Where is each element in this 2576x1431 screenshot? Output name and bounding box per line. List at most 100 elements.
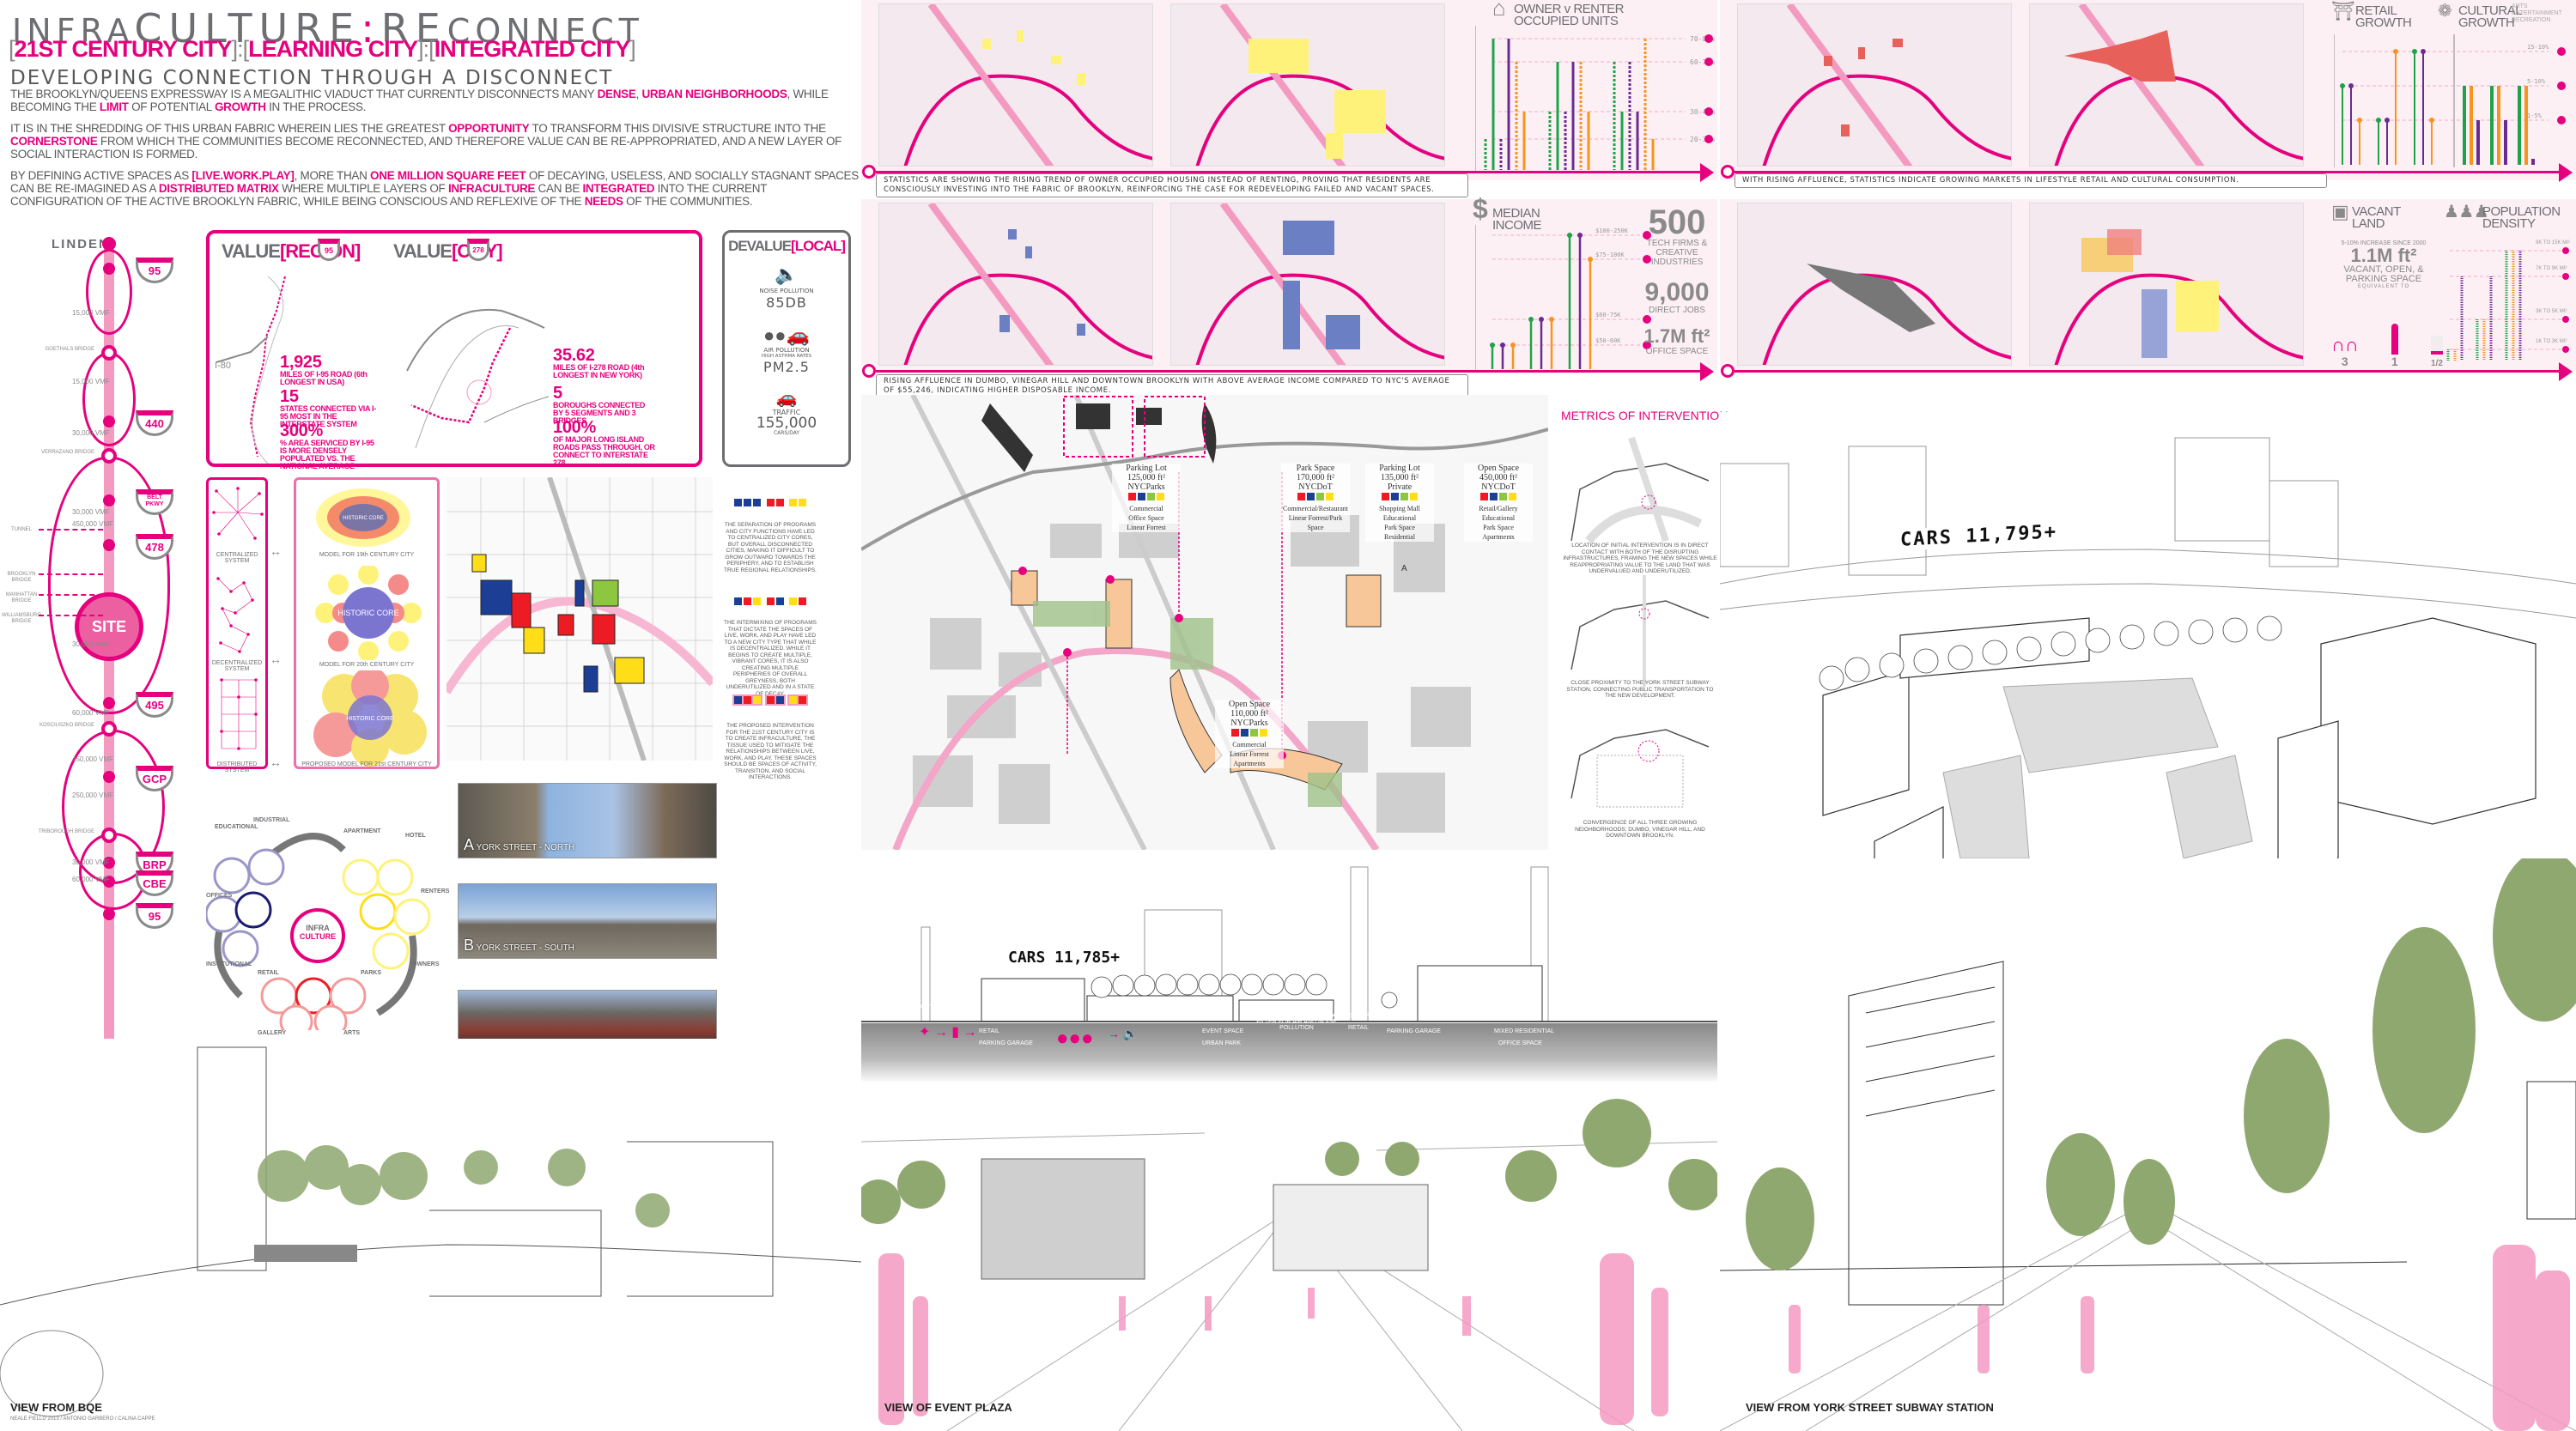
washington-square-arch-icon: ∩∩3	[2331, 334, 2359, 369]
median-income-strip: $ MEDIAN INCOME $50-60K$60-75K$75-100K$1…	[861, 195, 1717, 371]
car-icon: 🚗	[775, 389, 798, 408]
title-mid: CULTURE	[134, 5, 361, 52]
program-legend-intermixed	[723, 595, 817, 610]
highlight-term: CORNERSTONE	[10, 135, 98, 148]
equiv-number: 1	[2391, 355, 2398, 368]
spine-node	[103, 771, 115, 783]
equiv-number: 3	[2341, 355, 2348, 368]
program-distribution-map	[447, 477, 713, 761]
spine-node	[103, 494, 115, 506]
population-density-title: POPULATION DENSITY	[2482, 204, 2561, 231]
section-label: ART INSTALLATIONS	[919, 1004, 979, 1010]
section-label: EVENT SPACE	[1202, 1028, 1244, 1034]
systems-column: CENTRALIZED SYSTEM DECENTRALIZED SYSTEM …	[206, 477, 268, 773]
site-program: Retail/Gallery	[1479, 505, 1518, 512]
program-note-separation: THE SEPARATION OF PROGRAMS AND CITY FUNC…	[724, 522, 817, 573]
cycle-center-culture: CULTURE	[299, 932, 337, 941]
site-info: 110,000 ft²	[1230, 709, 1268, 719]
site-program: Linear Forrest/Park Space	[1288, 514, 1343, 531]
vacant-building-icon: ▣	[2331, 201, 2349, 222]
panorama-caption-text: YORK STREET - NORTH	[476, 843, 575, 852]
subtitle: [21ST CENTURY CITY]:[LEARNING CITY]:[INT…	[9, 36, 636, 62]
paragraph-text: ,	[635, 88, 642, 100]
value-city-word: VALUE	[393, 240, 453, 262]
double-arrow-icon: ↔	[270, 652, 282, 666]
cycle-label-parks: PARKS	[361, 970, 381, 976]
house-icon: ⌂	[1492, 0, 1506, 21]
program-legend-separated	[723, 496, 817, 512]
vacant-map-after	[2029, 203, 2304, 366]
panorama-letter: A	[464, 836, 475, 853]
section-mark-a: A	[1401, 564, 1407, 573]
svg-text:1K TO 3K MI²: 1K TO 3K MI²	[2536, 339, 2567, 344]
metrics-title: METRICS OF INTERVENTION	[1561, 409, 1728, 422]
stat-text: OF MAJOR LONG ISLAND ROADS PASS THROUGH,…	[553, 435, 655, 467]
subtitle-learning-city: LEARNING CITY	[248, 36, 418, 62]
retail-map-after	[2029, 3, 2304, 167]
cycle-label-industrial: INDUSTRIAL	[253, 817, 290, 823]
east-coast-map	[216, 276, 286, 464]
highlight-term: ONE MILLION SQUARE FEET	[370, 169, 526, 182]
site-info: NYCParks	[1127, 482, 1165, 492]
svg-text:9K TO 15K MI²: 9K TO 15K MI²	[2536, 240, 2570, 246]
program-swatch-row	[1215, 728, 1284, 740]
crossing-connector	[39, 594, 103, 596]
paragraph-text: BY DEFINING ACTIVE SPACES AS	[10, 169, 192, 182]
model-20th-label: MODEL FOR 20th CENTURY CITY	[319, 662, 415, 668]
stat-number: 500	[1648, 203, 1706, 241]
owner-renter-chart-title: OWNER v RENTER OCCUPIED UNITS	[1514, 2, 1625, 28]
site-program: Apartments	[1233, 760, 1266, 767]
double-arrow-icon: ↔	[270, 755, 282, 769]
empire-state-building-icon: 1/2	[2431, 336, 2443, 370]
title-colon: :	[361, 5, 381, 52]
site-info: NYCParks	[1230, 719, 1268, 728]
stat-text: MILES OF I-278 ROAD (4th LONGEST IN NEW …	[553, 363, 645, 379]
site-info: Parking Lot	[1379, 464, 1420, 473]
stat-number: 5	[553, 384, 562, 403]
svg-text:HISTORIC CORE: HISTORIC CORE	[346, 716, 394, 722]
intro-paragraph-3: BY DEFINING ACTIVE SPACES AS [LIVE.WORK.…	[10, 169, 860, 208]
site-plan-map	[861, 395, 1548, 850]
cycle-center-infra: INFRA	[306, 924, 330, 932]
speaker-icon: 🔈	[775, 264, 799, 285]
svg-text:HISTORIC CORE: HISTORIC CORE	[337, 609, 398, 617]
svg-text:70-80%: 70-80%	[1690, 35, 1715, 43]
centralized-label: CENTRALIZED SYSTEM	[216, 552, 258, 564]
cycle-label-retail: RETAIL	[258, 970, 279, 976]
crossing-label: WILLIAMSBURG BRIDGE	[1, 613, 41, 624]
vmf-label: 15,000 VMF	[72, 309, 110, 317]
crossing-connector	[39, 529, 103, 531]
segment-bubble	[86, 249, 132, 335]
vacant-increase: 5-10% INCREASE SINCE 2000	[2341, 240, 2427, 246]
cultural-sub-arts: ARTS	[2512, 3, 2528, 9]
panorama-caption: B YORK STREET - SOUTH	[464, 937, 574, 955]
svg-text:30-40%: 30-40%	[1690, 108, 1715, 116]
route-shield-icon: 95	[136, 258, 173, 283]
svg-text:7K TO 9K MI²: 7K TO 9K MI²	[2536, 266, 2567, 271]
vacant-map-before	[1737, 203, 2012, 366]
model-21st-label: PROPOSED MODEL FOR 21st CENTURY CITY	[301, 761, 432, 767]
highlight-term: DISTRIBUTED MATRIX	[158, 182, 279, 195]
bridge-ring-icon	[101, 345, 117, 361]
spine-node	[103, 263, 115, 275]
site-info: Open Space	[1477, 464, 1520, 473]
svg-text:5-10%: 5-10%	[2527, 78, 2546, 85]
svg-text:$50-60K: $50-60K	[1595, 337, 1621, 344]
site-program: Educational	[1382, 514, 1417, 522]
bridge-ring-icon	[101, 721, 117, 737]
panorama-letter: B	[464, 937, 475, 954]
view-bqe-caption: VIEW FROM BQE	[10, 1401, 102, 1414]
section-label: RETAIL	[979, 1028, 999, 1034]
section-cars-sign: CARS 11,785+	[1008, 949, 1121, 967]
program-legend-infraculture	[723, 694, 817, 709]
vacant-desc: VACANT, OPEN, & PARKING SPACE	[2343, 264, 2424, 284]
spine-start-linden: LINDEN	[52, 237, 110, 252]
